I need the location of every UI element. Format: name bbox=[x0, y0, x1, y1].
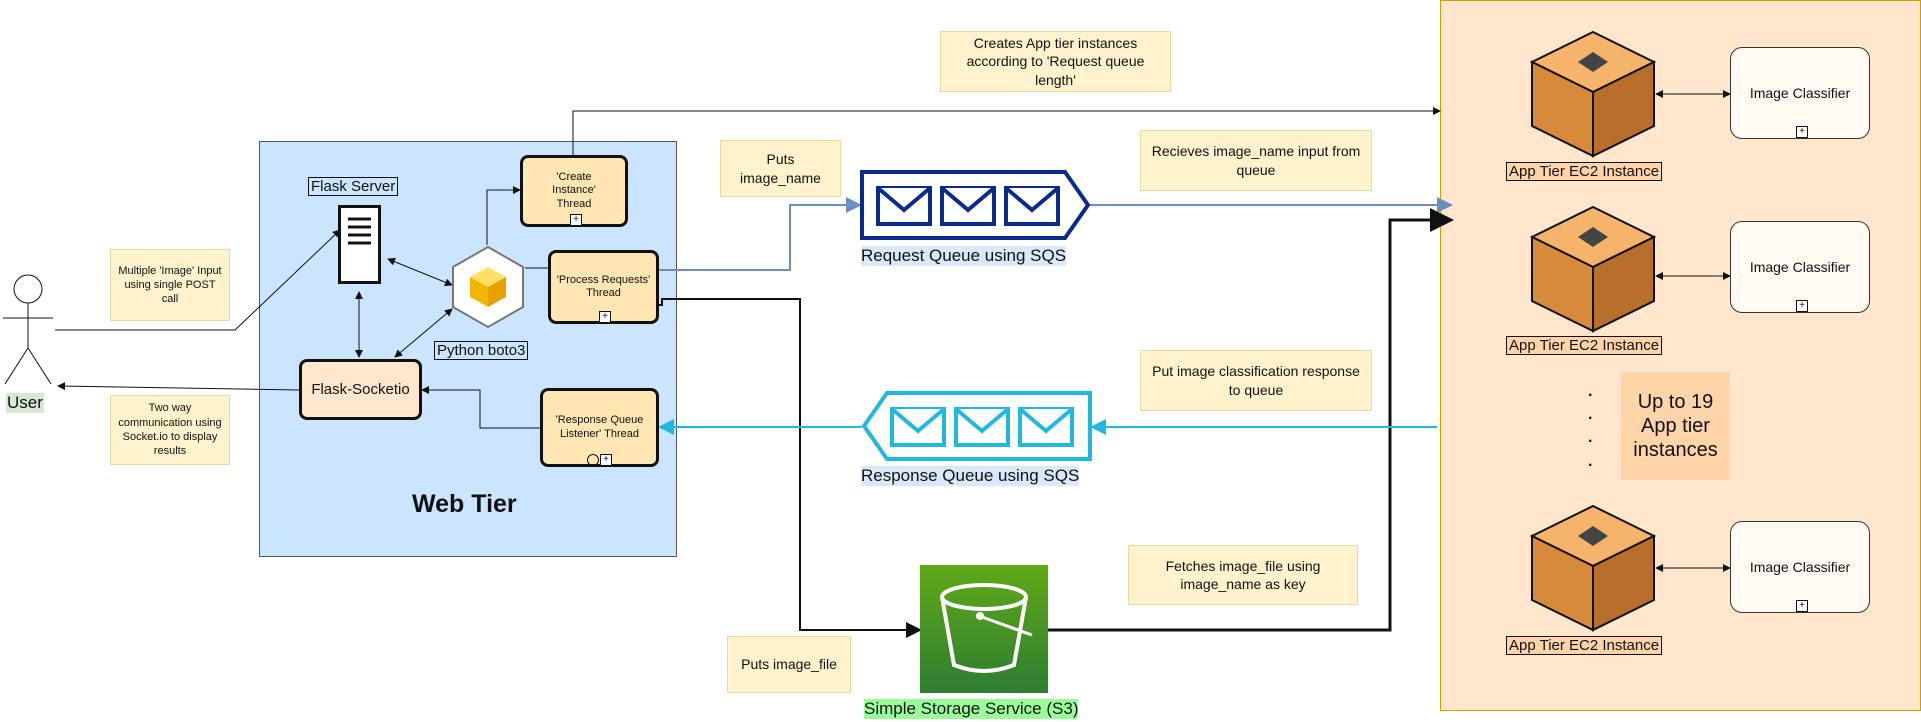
web-tier-title: Web Tier bbox=[412, 490, 517, 518]
response-listener-thread: 'Response Queue Listener' Thread + bbox=[540, 388, 659, 467]
flask-server-label: Flask Server bbox=[308, 177, 399, 196]
ec2-instance-label: App Tier EC2 Instance bbox=[1506, 336, 1663, 355]
response-queue-icon bbox=[862, 391, 1092, 461]
note-up-to-19: Up to 19 App tier instances bbox=[1621, 372, 1730, 480]
s3-label: Simple Storage Service (S3) bbox=[864, 699, 1079, 719]
note-receives-input: Recieves image_name input from queue bbox=[1140, 130, 1372, 191]
expand-icon[interactable]: + bbox=[1796, 300, 1808, 312]
edge-listener-to-socketio bbox=[421, 386, 540, 429]
expand-icon[interactable]: + bbox=[1796, 126, 1808, 138]
image-classifier-label: Image Classifier bbox=[1749, 259, 1851, 275]
ec2-instance-label: App Tier EC2 Instance bbox=[1506, 636, 1663, 655]
note-fetches-file: Fetches image_file using image_name as k… bbox=[1128, 545, 1358, 605]
edge-create-to-apptier bbox=[572, 107, 1441, 155]
ec2-instance-label: App Tier EC2 Instance bbox=[1506, 162, 1663, 181]
edge-socketio-to-user bbox=[57, 382, 300, 391]
edge-python-to-create bbox=[486, 186, 521, 245]
python-boto3-icon bbox=[452, 245, 524, 329]
process-requests-thread: 'Process Requests' Thread + bbox=[548, 250, 659, 324]
image-classifier-label: Image Classifier bbox=[1749, 559, 1851, 575]
note-socket-comm: Two way communication using Socket.io to… bbox=[110, 395, 230, 465]
create-instance-thread-label: 'Create Instance' Thread bbox=[552, 171, 596, 210]
server-icon bbox=[338, 205, 381, 284]
image-classifier-label: Image Classifier bbox=[1749, 85, 1851, 101]
user-label: User bbox=[6, 393, 44, 413]
more-instances-dots: . . . . bbox=[1588, 383, 1593, 470]
note-puts-file: Puts image_file bbox=[727, 636, 851, 693]
s3-bucket-icon bbox=[920, 565, 1048, 693]
user-actor-icon bbox=[3, 274, 53, 385]
loop-icon bbox=[587, 454, 599, 466]
process-requests-thread-label: 'Process Requests' Thread bbox=[556, 273, 651, 299]
image-classifier: Image Classifier + bbox=[1730, 221, 1870, 313]
edge-process-to-s3 bbox=[659, 298, 922, 638]
request-queue-label: Request Queue using SQS bbox=[861, 246, 1067, 266]
expand-icon[interactable]: + bbox=[599, 311, 611, 323]
edge-process-to-request-queue bbox=[659, 197, 862, 271]
image-classifier: Image Classifier + bbox=[1730, 521, 1870, 613]
expand-icon[interactable]: + bbox=[600, 454, 612, 466]
flask-socketio-box: Flask-Socketio bbox=[299, 359, 422, 420]
note-post-input: Multiple 'Image' Input using single POST… bbox=[110, 249, 230, 321]
python-boto3-label: Python boto3 bbox=[434, 341, 529, 360]
edge-user-to-server bbox=[55, 229, 341, 331]
ec2-instance-icon bbox=[1530, 205, 1656, 333]
edge-python-socketio bbox=[394, 308, 453, 358]
edge-server-python bbox=[387, 257, 453, 287]
note-creates-instances: Creates App tier instances according to … bbox=[940, 31, 1171, 92]
note-put-response: Put image classification response to que… bbox=[1140, 350, 1372, 411]
edge-s3-to-apptier bbox=[1048, 208, 1454, 632]
expand-icon[interactable]: + bbox=[570, 214, 582, 226]
response-queue-label: Response Queue using SQS bbox=[861, 466, 1080, 486]
image-classifier: Image Classifier + bbox=[1730, 47, 1870, 139]
ec2-instance-icon bbox=[1530, 30, 1656, 158]
note-puts-image-name: Puts image_name bbox=[720, 140, 841, 197]
response-listener-thread-label: 'Response Queue Listener' Thread bbox=[555, 414, 644, 440]
create-instance-thread: 'Create Instance' Thread + bbox=[520, 155, 628, 227]
request-queue-icon bbox=[860, 170, 1090, 240]
ec2-instance-icon bbox=[1530, 504, 1656, 632]
expand-icon[interactable]: + bbox=[1796, 600, 1808, 612]
